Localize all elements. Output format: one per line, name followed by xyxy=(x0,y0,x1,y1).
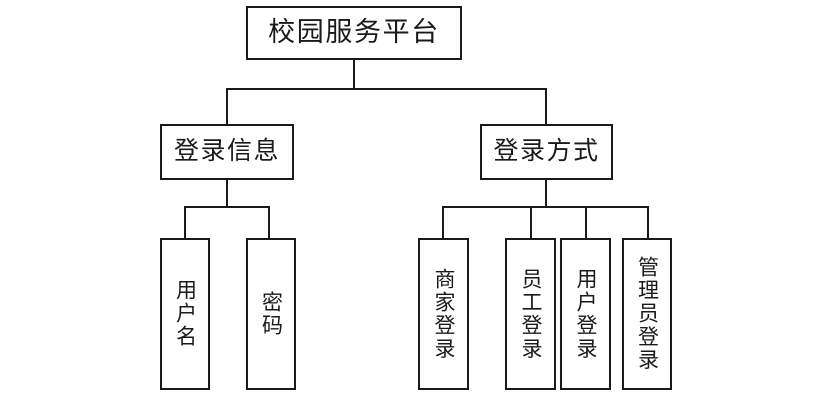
node-employee-login[interactable]: 员工登录 xyxy=(505,238,556,390)
connector-to-login-info xyxy=(226,88,228,124)
connector-to-user-login xyxy=(585,206,587,238)
connector-to-merchant-login xyxy=(442,206,444,238)
node-label: 商家登录 xyxy=(432,267,456,361)
node-password[interactable]: 密码 xyxy=(246,238,296,390)
connector-to-password xyxy=(268,206,270,238)
node-merchant-login[interactable]: 商家登录 xyxy=(418,238,469,390)
connector-login-info-bus xyxy=(184,206,270,208)
node-admin-login[interactable]: 管理员登录 xyxy=(622,238,672,390)
connector-root-stem xyxy=(353,60,355,89)
node-label: 员工登录 xyxy=(519,267,543,361)
connector-root-bus xyxy=(226,88,547,90)
node-label: 用户名 xyxy=(173,279,198,349)
node-login-info[interactable]: 登录信息 xyxy=(160,124,294,180)
connector-to-employee-login xyxy=(530,206,532,238)
node-label: 密码 xyxy=(259,290,284,338)
node-label: 校园服务平台 xyxy=(268,17,440,48)
node-login-method[interactable]: 登录方式 xyxy=(480,124,613,180)
node-label: 登录信息 xyxy=(173,138,280,166)
node-username[interactable]: 用户名 xyxy=(160,238,210,390)
connector-to-login-method xyxy=(545,88,547,124)
connector-to-username xyxy=(184,206,186,238)
node-user-login[interactable]: 用户登录 xyxy=(560,238,611,390)
connector-login-method-stem xyxy=(545,180,547,207)
node-label: 用户登录 xyxy=(574,267,598,361)
connector-to-admin-login xyxy=(647,206,649,238)
connector-login-info-stem xyxy=(226,180,228,207)
node-label: 管理员登录 xyxy=(635,256,660,372)
node-campus-service-platform[interactable]: 校园服务平台 xyxy=(246,6,462,60)
connector-login-method-bus xyxy=(442,206,649,208)
node-label: 登录方式 xyxy=(493,138,600,166)
